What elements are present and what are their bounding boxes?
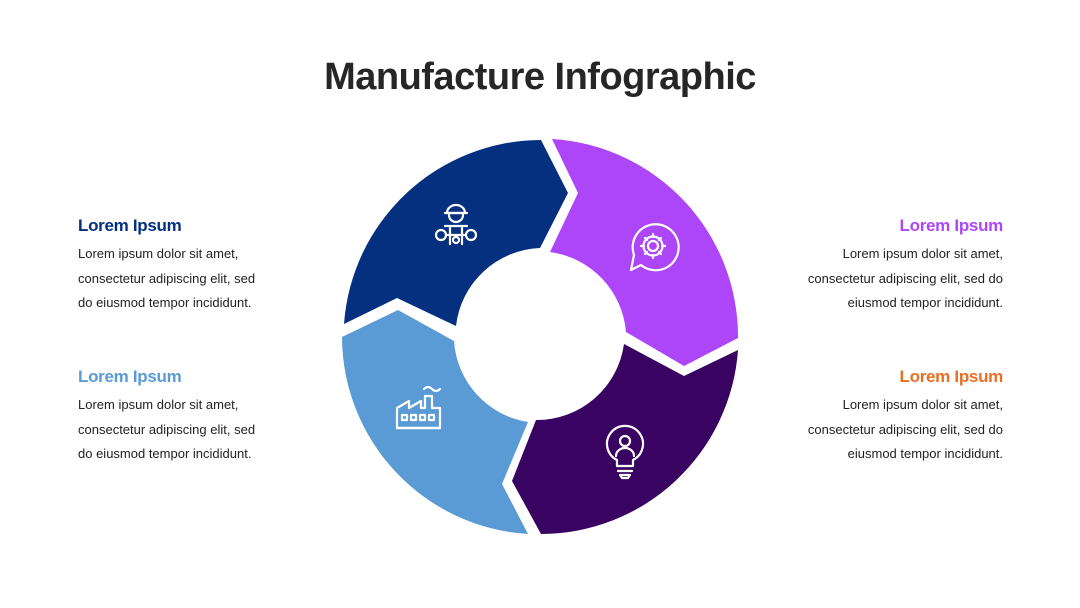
line: eiusmod tempor incididunt.	[847, 295, 1003, 310]
line: consectetur adipiscing elit, sed do	[807, 421, 1003, 437]
heading-top-left: Lorem Ipsum	[78, 216, 182, 235]
gear-chat-icon	[629, 223, 680, 272]
text-block-bottom-left: Lorem Ipsum Lorem ipsum dolor sit amet, …	[78, 367, 278, 467]
heading-top-right: Lorem Ipsum	[899, 216, 1004, 235]
body-bottom-right: Lorem ipsum dolor sit amet, consectetur …	[803, 393, 1003, 467]
line: consectetur adipiscing elit, sed	[78, 270, 256, 286]
segment-bottom-right	[512, 344, 738, 534]
text-block-top-left: Lorem Ipsum Lorem ipsum dolor sit amet, …	[78, 216, 278, 316]
line: Lorem ipsum dolor sit amet,	[78, 246, 239, 261]
line: do eiusmod tempor incididunt.	[78, 295, 252, 310]
line: Lorem ipsum dolor sit amet,	[842, 246, 1003, 261]
line: do eiusmod tempor incididunt.	[78, 446, 252, 461]
factory-icon	[395, 385, 442, 430]
heading-bottom-right: Lorem Ipsum	[899, 367, 1004, 386]
text-block-bottom-right: Lorem Ipsum Lorem ipsum dolor sit amet, …	[803, 367, 1003, 467]
body-top-right: Lorem ipsum dolor sit amet, consectetur …	[803, 242, 1003, 316]
segment-top-right	[550, 139, 739, 366]
line: consectetur adipiscing elit, sed do	[807, 270, 1003, 286]
lightbulb-person-icon	[605, 424, 645, 480]
segment-top-left	[344, 140, 568, 326]
heading-bottom-left: Lorem Ipsum	[78, 367, 182, 386]
page-title: Manufacture Infographic	[324, 56, 756, 98]
body-bottom-left: Lorem ipsum dolor sit amet, consectetur …	[78, 393, 278, 467]
line: Lorem ipsum dolor sit amet,	[78, 397, 239, 412]
engineer-wrench-icon	[434, 203, 478, 246]
line: Lorem ipsum dolor sit amet,	[842, 397, 1003, 412]
line: eiusmod tempor incididunt.	[847, 446, 1003, 461]
segment-bottom-left	[342, 310, 528, 534]
text-block-top-right: Lorem Ipsum Lorem ipsum dolor sit amet, …	[803, 216, 1003, 316]
line: consectetur adipiscing elit, sed	[78, 421, 256, 437]
body-top-left: Lorem ipsum dolor sit amet, consectetur …	[78, 242, 278, 316]
